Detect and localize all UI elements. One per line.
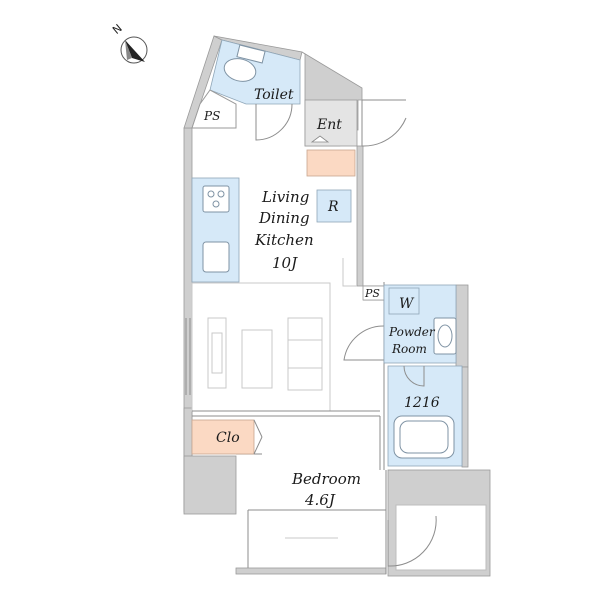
front-door[interactable] — [361, 99, 407, 147]
entrance-label: Ent — [316, 117, 342, 133]
kitchen-counter — [191, 177, 240, 283]
bedroom-label: Bedroom — [291, 470, 361, 488]
ldk-size-label: 10J — [272, 254, 298, 272]
shoe-cabinet — [306, 149, 356, 177]
toilet-door[interactable] — [255, 103, 293, 141]
powder-room: W Powder Room — [383, 284, 457, 364]
sink-icon — [202, 241, 230, 273]
entrance-arrow-icon — [310, 135, 330, 143]
toilet-label: Toilet — [254, 87, 294, 103]
compass-north-label: N — [110, 22, 125, 37]
bath-room: 1216 — [387, 365, 463, 467]
living-furniture — [207, 317, 323, 391]
refrigerator: R — [316, 189, 352, 223]
powder-door[interactable] — [343, 325, 385, 361]
closet: Clo — [191, 419, 263, 455]
compass: N — [110, 22, 148, 64]
stove-icon — [202, 185, 230, 213]
ps-mid-label: PS — [364, 287, 380, 300]
bedroom: Bedroom 4.6J — [291, 470, 361, 509]
ldk-label-line1: Living — [261, 188, 309, 206]
ps-top-shaft: PS — [191, 89, 237, 129]
bedroom-size-label: 4.6J — [304, 491, 336, 509]
washer-space — [388, 287, 420, 315]
ldk-room: Living Dining Kitchen 10J — [254, 188, 314, 272]
powder-label-line2: Room — [391, 342, 427, 356]
bath-label: 1216 — [404, 395, 440, 411]
compass-needle-tail-icon — [125, 40, 132, 60]
powder-label-line1: Powder — [388, 325, 436, 339]
toilet-room: Toilet — [209, 39, 301, 105]
ps-top-label: PS — [203, 109, 220, 123]
compass-ring — [120, 36, 148, 64]
washer-label: W — [399, 296, 415, 312]
compass-needle-icon — [125, 40, 145, 62]
refrigerator-label: R — [327, 199, 339, 215]
balcony-door[interactable] — [387, 515, 437, 567]
ldk-label-line3: Kitchen — [254, 231, 314, 249]
toilet-bowl-icon — [223, 58, 257, 82]
entrance: Ent — [304, 99, 358, 177]
toilet-tank-icon — [236, 44, 266, 64]
ldk-label-line2: Dining — [258, 209, 310, 227]
closet-label: Clo — [216, 430, 240, 446]
ps-mid-shaft: PS — [342, 258, 385, 301]
